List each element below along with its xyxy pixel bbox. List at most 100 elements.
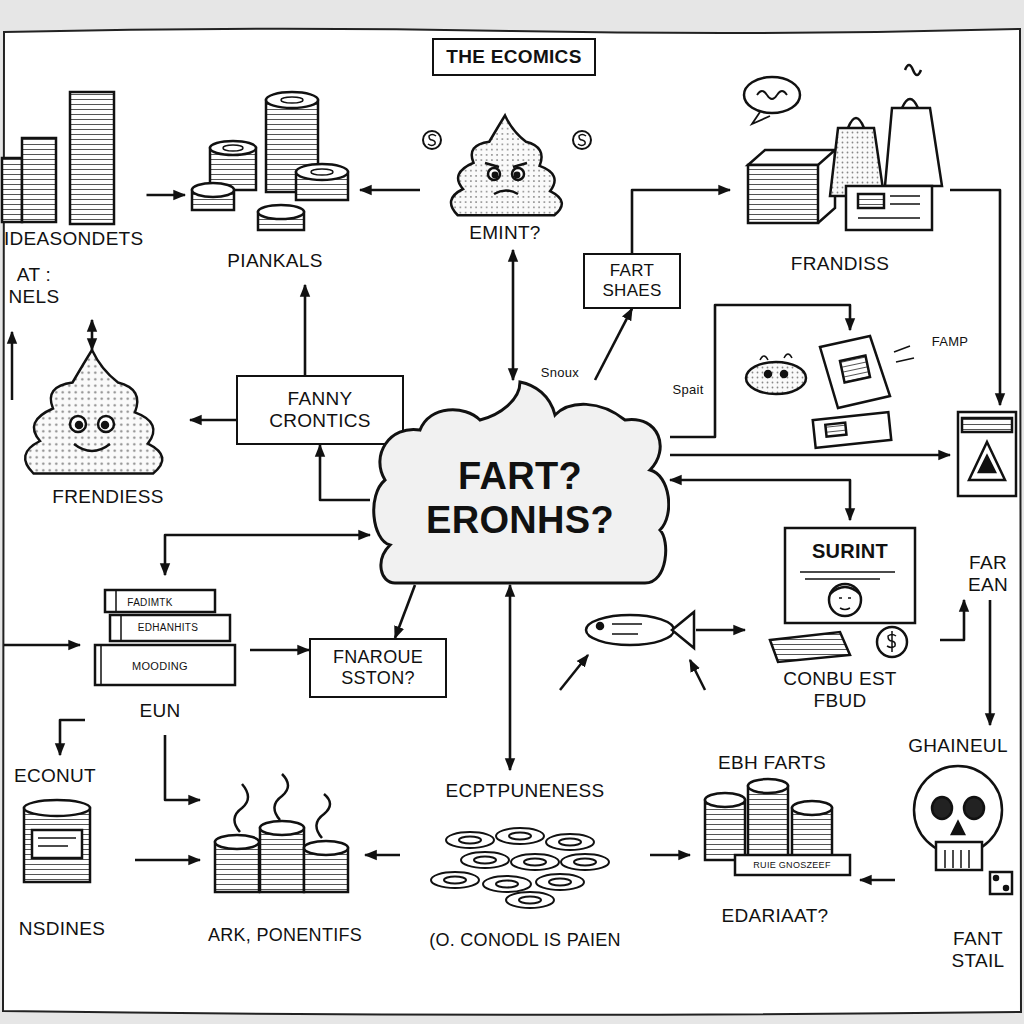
- connector: [165, 535, 370, 575]
- connector: [304, 285, 307, 375]
- coin-stacks-drawing: [266, 100, 318, 192]
- skull-drawing: [990, 872, 1012, 894]
- smoking-coins-drawing: [215, 774, 348, 892]
- poop-character-drawing: [515, 173, 519, 177]
- book-stack-drawing: [110, 615, 230, 641]
- book-and-creature-drawing: [825, 423, 846, 437]
- warning-card-drawing: [958, 412, 1016, 496]
- news-sign-drawing: [887, 631, 896, 652]
- coin-stacks-drawing: [258, 212, 304, 230]
- book-stack-drawing: [101, 590, 121, 685]
- coin-stacks-drawing: [258, 205, 304, 219]
- coin-pile-drawing: [506, 892, 554, 908]
- poop-character-drawing: [70, 416, 86, 432]
- coin-stacks-drawing: [192, 92, 348, 230]
- book-and-creature-drawing: [820, 336, 890, 408]
- coin-stacks-drawing: [223, 145, 243, 151]
- bar-chart-drawing: [2, 158, 22, 222]
- caption-text: CONBU EST FBUD: [773, 668, 908, 712]
- illustrated-node: FAMP: [740, 330, 980, 450]
- fish-drawing: [612, 624, 642, 634]
- cloud-outline: [374, 382, 669, 583]
- coin-pile-drawing: [444, 877, 466, 884]
- book-and-creature-drawing: [765, 371, 771, 377]
- skull-drawing: [952, 822, 964, 834]
- caption-text: FRANDISS: [791, 253, 889, 275]
- caption-text: ARK, PONENTIFS: [208, 925, 362, 946]
- skull-drawing: [994, 876, 998, 880]
- smoking-coins-drawing: [304, 848, 348, 892]
- caption-text: FADIMTK: [127, 597, 172, 609]
- caption-text: EDARIAAT?: [722, 905, 829, 927]
- connector: [650, 854, 690, 857]
- coin-stacks-drawing: [281, 97, 303, 103]
- news-sign-drawing: [785, 528, 915, 623]
- coin-stacks-drawing: [705, 793, 745, 807]
- poop-character-drawing: [98, 416, 114, 432]
- caption-text: EUN: [139, 700, 180, 722]
- paper-sheet: [3, 29, 1021, 1015]
- caption-text: EBH FARTS: [718, 752, 826, 774]
- illustrated-node: GHAINEULFANT STAIL: [895, 725, 1021, 995]
- coin-pile-drawing: [446, 832, 494, 848]
- poop-character-drawing: [488, 168, 500, 180]
- caption-text: (O. CONODL IS PAIEN: [429, 930, 621, 951]
- caption-text: ECPTPUNENESS: [446, 780, 605, 802]
- loose-arrow: [4, 332, 745, 690]
- illustrated-node: ECONUTNSDINES: [5, 755, 135, 945]
- coin-stacks-drawing: [311, 169, 333, 175]
- connector: [950, 190, 1000, 405]
- illustrated-node: IDEASONDETSAT : NELS: [0, 85, 147, 320]
- book-stack-drawing: [95, 590, 235, 685]
- caption-text: SURINT: [812, 540, 888, 563]
- box-text: FART SHAES: [597, 261, 667, 300]
- shop-goods-drawing: [848, 118, 864, 128]
- caption-text: IDEASONDETS: [4, 228, 144, 250]
- shop-goods-drawing: [744, 77, 800, 113]
- paint-can-drawing: [24, 800, 90, 882]
- coin-pile-drawing: [509, 833, 531, 840]
- coin-pile-drawing: [474, 857, 496, 864]
- connector: [395, 585, 415, 638]
- poop-character-drawing: [25, 350, 162, 474]
- connector: [512, 250, 515, 380]
- coin-stacks-drawing: [748, 779, 788, 793]
- poop-character-drawing: [74, 444, 110, 451]
- illustrated-node: EBH FARTSRUIE GNOSZEEFEDARIAAT?: [690, 745, 860, 945]
- connector: [670, 305, 850, 437]
- smoking-coins-drawing: [215, 835, 259, 849]
- process-box: FART SHAES: [583, 253, 681, 308]
- skull-drawing: [1004, 886, 1008, 890]
- poop-character-drawing: [102, 422, 108, 428]
- smoking-coins-drawing: [304, 841, 348, 855]
- skull-drawing: [914, 766, 1012, 894]
- coin-stacks-drawing: [735, 855, 850, 875]
- coin-pile-drawing: [461, 852, 509, 868]
- coin-pile-drawing: [519, 897, 541, 904]
- loose-arrow: [4, 644, 80, 647]
- loose-arrow: [696, 629, 745, 632]
- connector: [670, 480, 850, 520]
- title-box: THE ECOMICS: [432, 38, 595, 76]
- smoking-coins-drawing: [234, 774, 330, 838]
- poop-character-drawing: [451, 116, 562, 216]
- connector: [165, 735, 200, 800]
- illustrated-node: EMINT?: [420, 110, 590, 250]
- coin-stacks-drawing: [192, 190, 234, 210]
- skull-drawing: [936, 842, 982, 870]
- warning-card-drawing: [979, 456, 995, 472]
- coin-stacks-drawing: [192, 183, 234, 197]
- caption-text: EMINT?: [469, 222, 540, 244]
- caption-text: PIANKALS: [227, 250, 322, 272]
- note-label: Snoux: [539, 366, 581, 381]
- poop-character-drawing: [493, 173, 497, 177]
- caption-text: MOODING: [132, 660, 188, 673]
- cloud-text: FART? ERONHS?: [390, 455, 650, 542]
- skull-drawing: [964, 797, 984, 819]
- skull-drawing: [945, 850, 969, 868]
- loose-arrow: [11, 332, 14, 400]
- illustrated-node: FRENDIESS: [20, 350, 190, 515]
- caption-text: FANT STAIL: [938, 928, 1018, 972]
- paint-can-drawing: [24, 800, 90, 816]
